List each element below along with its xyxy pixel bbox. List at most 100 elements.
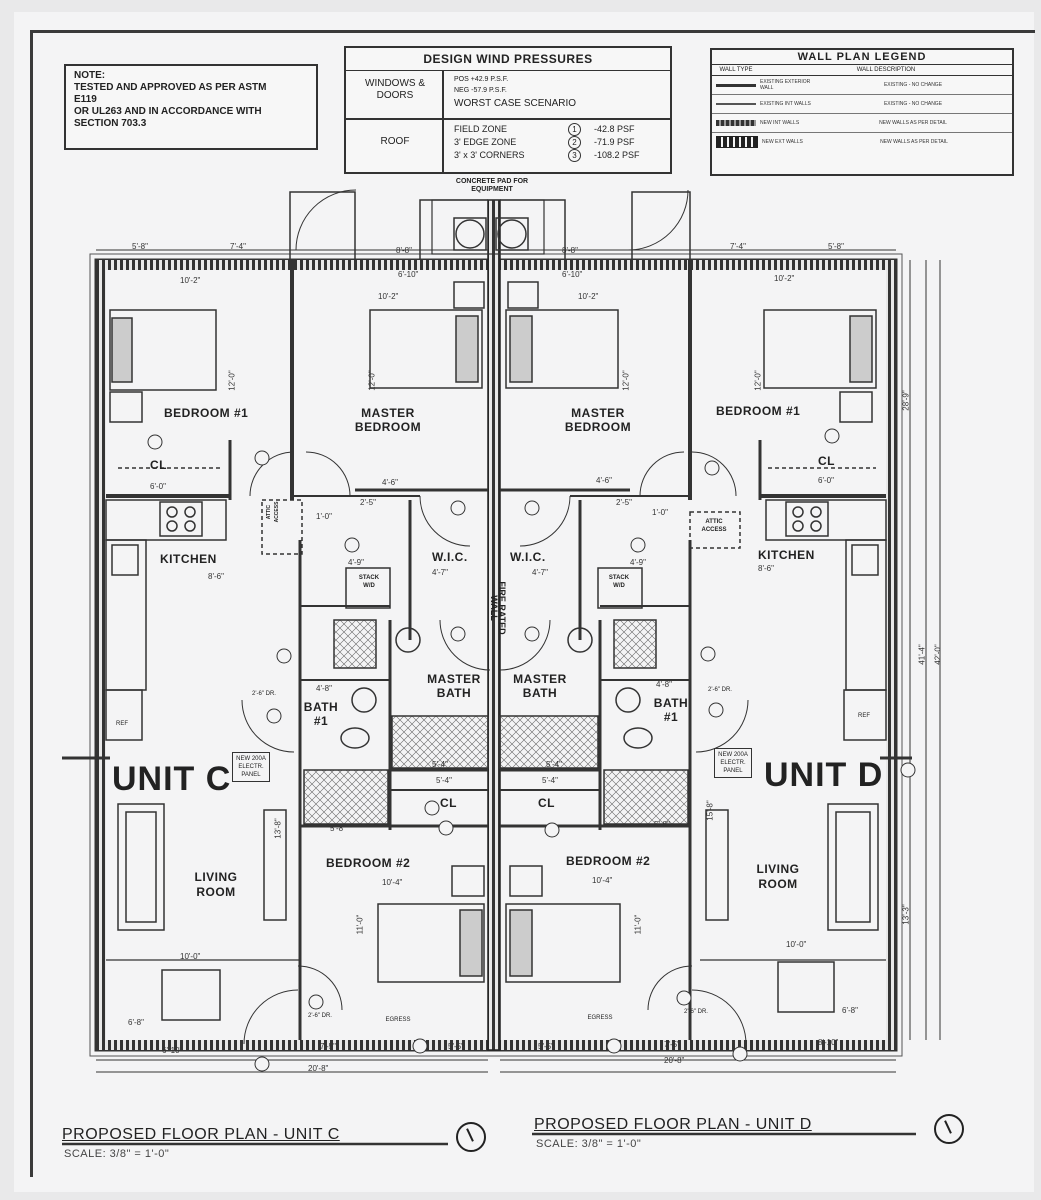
dimension: 41'-4" [917,644,927,665]
dimension: 5'-5" [448,1042,464,1051]
legend-desc: NEW WALLS AS PER DETAIL [879,120,947,126]
lav-sink [615,687,641,713]
hvac-unit [455,219,485,249]
plan-title-unit-c: PROPOSED FLOOR PLAN - UNIT C [62,1126,340,1143]
room-label: CL [440,796,457,810]
bed [505,903,621,983]
door-swing [419,495,471,547]
entry-bay [631,191,691,260]
room-label: LIVING ROOM [756,862,800,891]
dimension: 10'-2" [180,276,201,285]
dimension: 13'-8" [273,818,283,839]
refrigerator [105,689,143,741]
pos-pressure: POS +42.9 P.S.F. [454,76,509,83]
zone-number: 2 [568,136,581,149]
sink [111,544,139,576]
dimension: 7'-5" [320,1042,336,1051]
fireplace [777,961,835,1013]
refrigerator [843,689,887,741]
dimension: 6'-10" [162,1046,183,1055]
east-wall [886,260,896,1050]
sofa [827,803,879,931]
door-swing [305,451,351,497]
nightstand [509,865,543,897]
stack-wd-label: STACK W/D [358,575,380,589]
bed [369,309,483,389]
dimension: 7'-5" [664,1040,680,1049]
stack-wd [345,567,391,609]
lav-sink [351,687,377,713]
legend-type: NEW EXT WALLS [762,139,803,145]
room-label: BEDROOM #1 [164,406,249,420]
dimension: 7'-4" [230,242,246,251]
dimension: 5'-4" [432,760,448,769]
nightstand [109,391,143,423]
nightstand [451,865,485,897]
room-label: KITCHEN [160,552,217,566]
wind-table-title: DESIGN WIND PRESSURES [346,48,670,71]
dimension: 13'-3" [901,904,911,925]
nightstand [507,281,539,309]
dimension: 5'-8" [828,242,844,251]
north-arrow-icon [456,1122,486,1152]
dimension: 5'-8" [654,820,670,829]
hvac-unit [497,219,527,249]
pillow [459,909,483,977]
zone-name: 3' x 3' CORNERS [454,150,525,160]
room-label: KITCHEN [758,548,815,562]
master-bath-tile [391,715,489,769]
unit-c-label: UNIT C [112,760,232,798]
dimension: 4'-6" [382,478,398,487]
shower [613,619,657,669]
room-label: BEDROOM #1 [716,404,801,418]
dimension: 4'-9" [630,558,646,567]
room-label: BEDROOM #2 [326,856,411,870]
room-label: MASTER BATH [427,672,481,700]
dimension: 8'-6" [208,572,224,581]
dimension: 10'-2" [378,292,399,301]
legend-desc: EXISTING - NO CHANGE [883,101,943,107]
north-arrow-icon [934,1114,964,1144]
dimension: 10'-0" [786,940,807,949]
dimension: 10'-4" [592,876,613,885]
room-label: BEDROOM #2 [566,854,651,868]
wall-symbol [716,83,756,87]
door-swing [241,699,295,753]
tv-console [263,809,287,921]
sheet-border [30,30,1035,1177]
legend-title: WALL PLAN LEGEND [712,50,1012,65]
table-divider [346,118,670,120]
zone-name: 3' EDGE ZONE [454,137,517,147]
entry-bay [500,199,566,260]
dimension: 4'-7" [532,568,548,577]
attic-access-label: ATTIC ACCESS [701,519,727,533]
door-size-label: 2'-6" DR. [308,1013,332,1019]
worst-case-label: WORST CASE SCENARIO [454,98,577,109]
counter [765,499,887,541]
zone-value: -42.8 PSF [594,124,635,134]
dimension: 5'-4" [436,776,452,785]
counter [105,499,227,541]
zone-number: 3 [568,149,581,162]
zone-value: -108.2 PSF [594,150,640,160]
door-size-label: 2'-6" DR. [684,1009,708,1015]
legend-desc: EXISTING - NO CHANGE [883,82,943,88]
dimension: 11'-0" [633,914,643,935]
dimension: 1'-0" [652,508,668,517]
dimension: 12'-0" [367,370,377,391]
wall-symbol [716,136,758,148]
door-swing [691,989,747,1045]
dimension: 5'-4" [546,760,562,769]
dimension: 10'-2" [774,274,795,283]
dimension: 42'-0" [933,644,943,665]
sink [851,544,879,576]
wall-plan-legend: WALL PLAN LEGEND WALL TYPE WALL DESCRIPT… [710,48,1014,176]
dimension: 6'-0" [818,476,834,485]
room-label: CL [818,454,835,468]
shower [333,619,377,669]
legend-col-desc: WALL DESCRIPTION [856,67,916,73]
dimension: 1'-0" [316,512,332,521]
room-label: W.I.C. [510,550,546,564]
bed [377,903,485,983]
